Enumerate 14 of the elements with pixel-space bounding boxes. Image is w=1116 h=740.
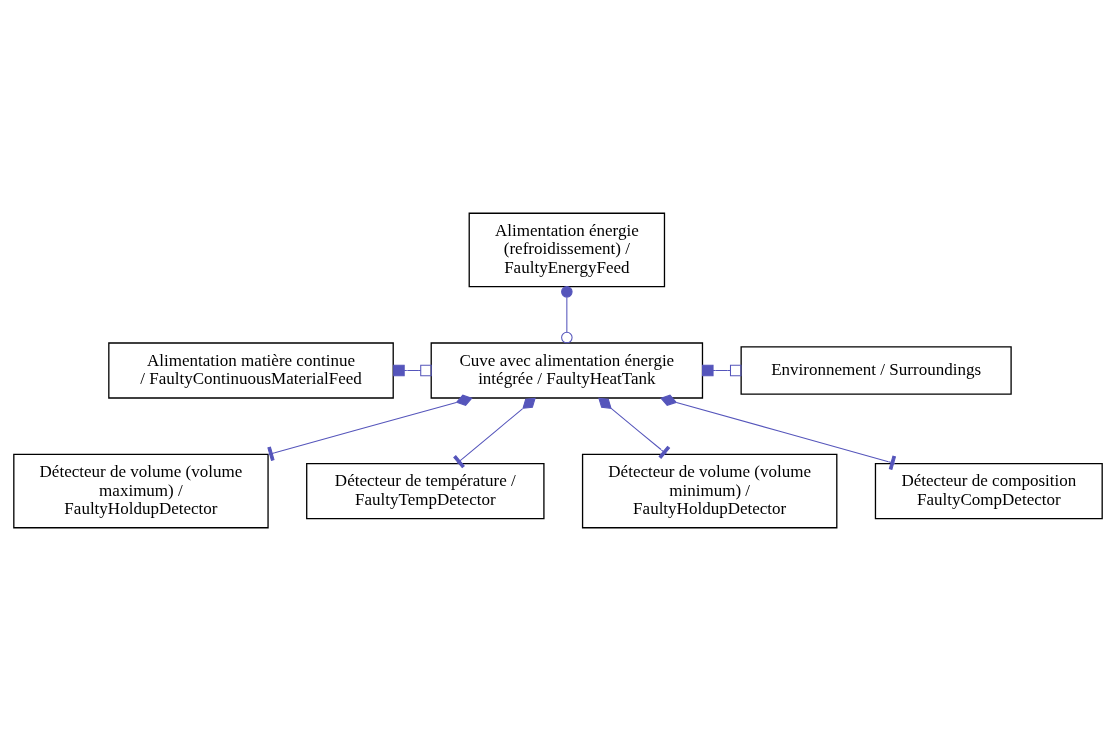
node-box: Détecteur de volume (volume maximum) / FaultyHoldupDetector bbox=[13, 453, 269, 528]
connector bbox=[660, 394, 897, 470]
node-box: Alimentation énergie (refroidissement) / FaultyEnergyFeed bbox=[468, 212, 666, 287]
connector bbox=[702, 364, 742, 376]
connector bbox=[598, 397, 671, 459]
node-box: Cuve avec alimentation énergie intégrée / FaultyHeatTank bbox=[430, 341, 704, 399]
node-box: Alimentation matière continue / FaultyContinuousMaterialFeed bbox=[108, 341, 394, 399]
connector bbox=[453, 397, 536, 468]
connector bbox=[267, 394, 473, 461]
connector bbox=[393, 364, 432, 376]
node-box: Environnement / Surroundings bbox=[740, 345, 1012, 395]
connector bbox=[561, 285, 573, 343]
node-box: Détecteur de température / FaultyTempDetector bbox=[306, 462, 545, 519]
node-box: Détecteur de volume (volume minimum) / FaultyHoldupDetector bbox=[581, 453, 838, 528]
